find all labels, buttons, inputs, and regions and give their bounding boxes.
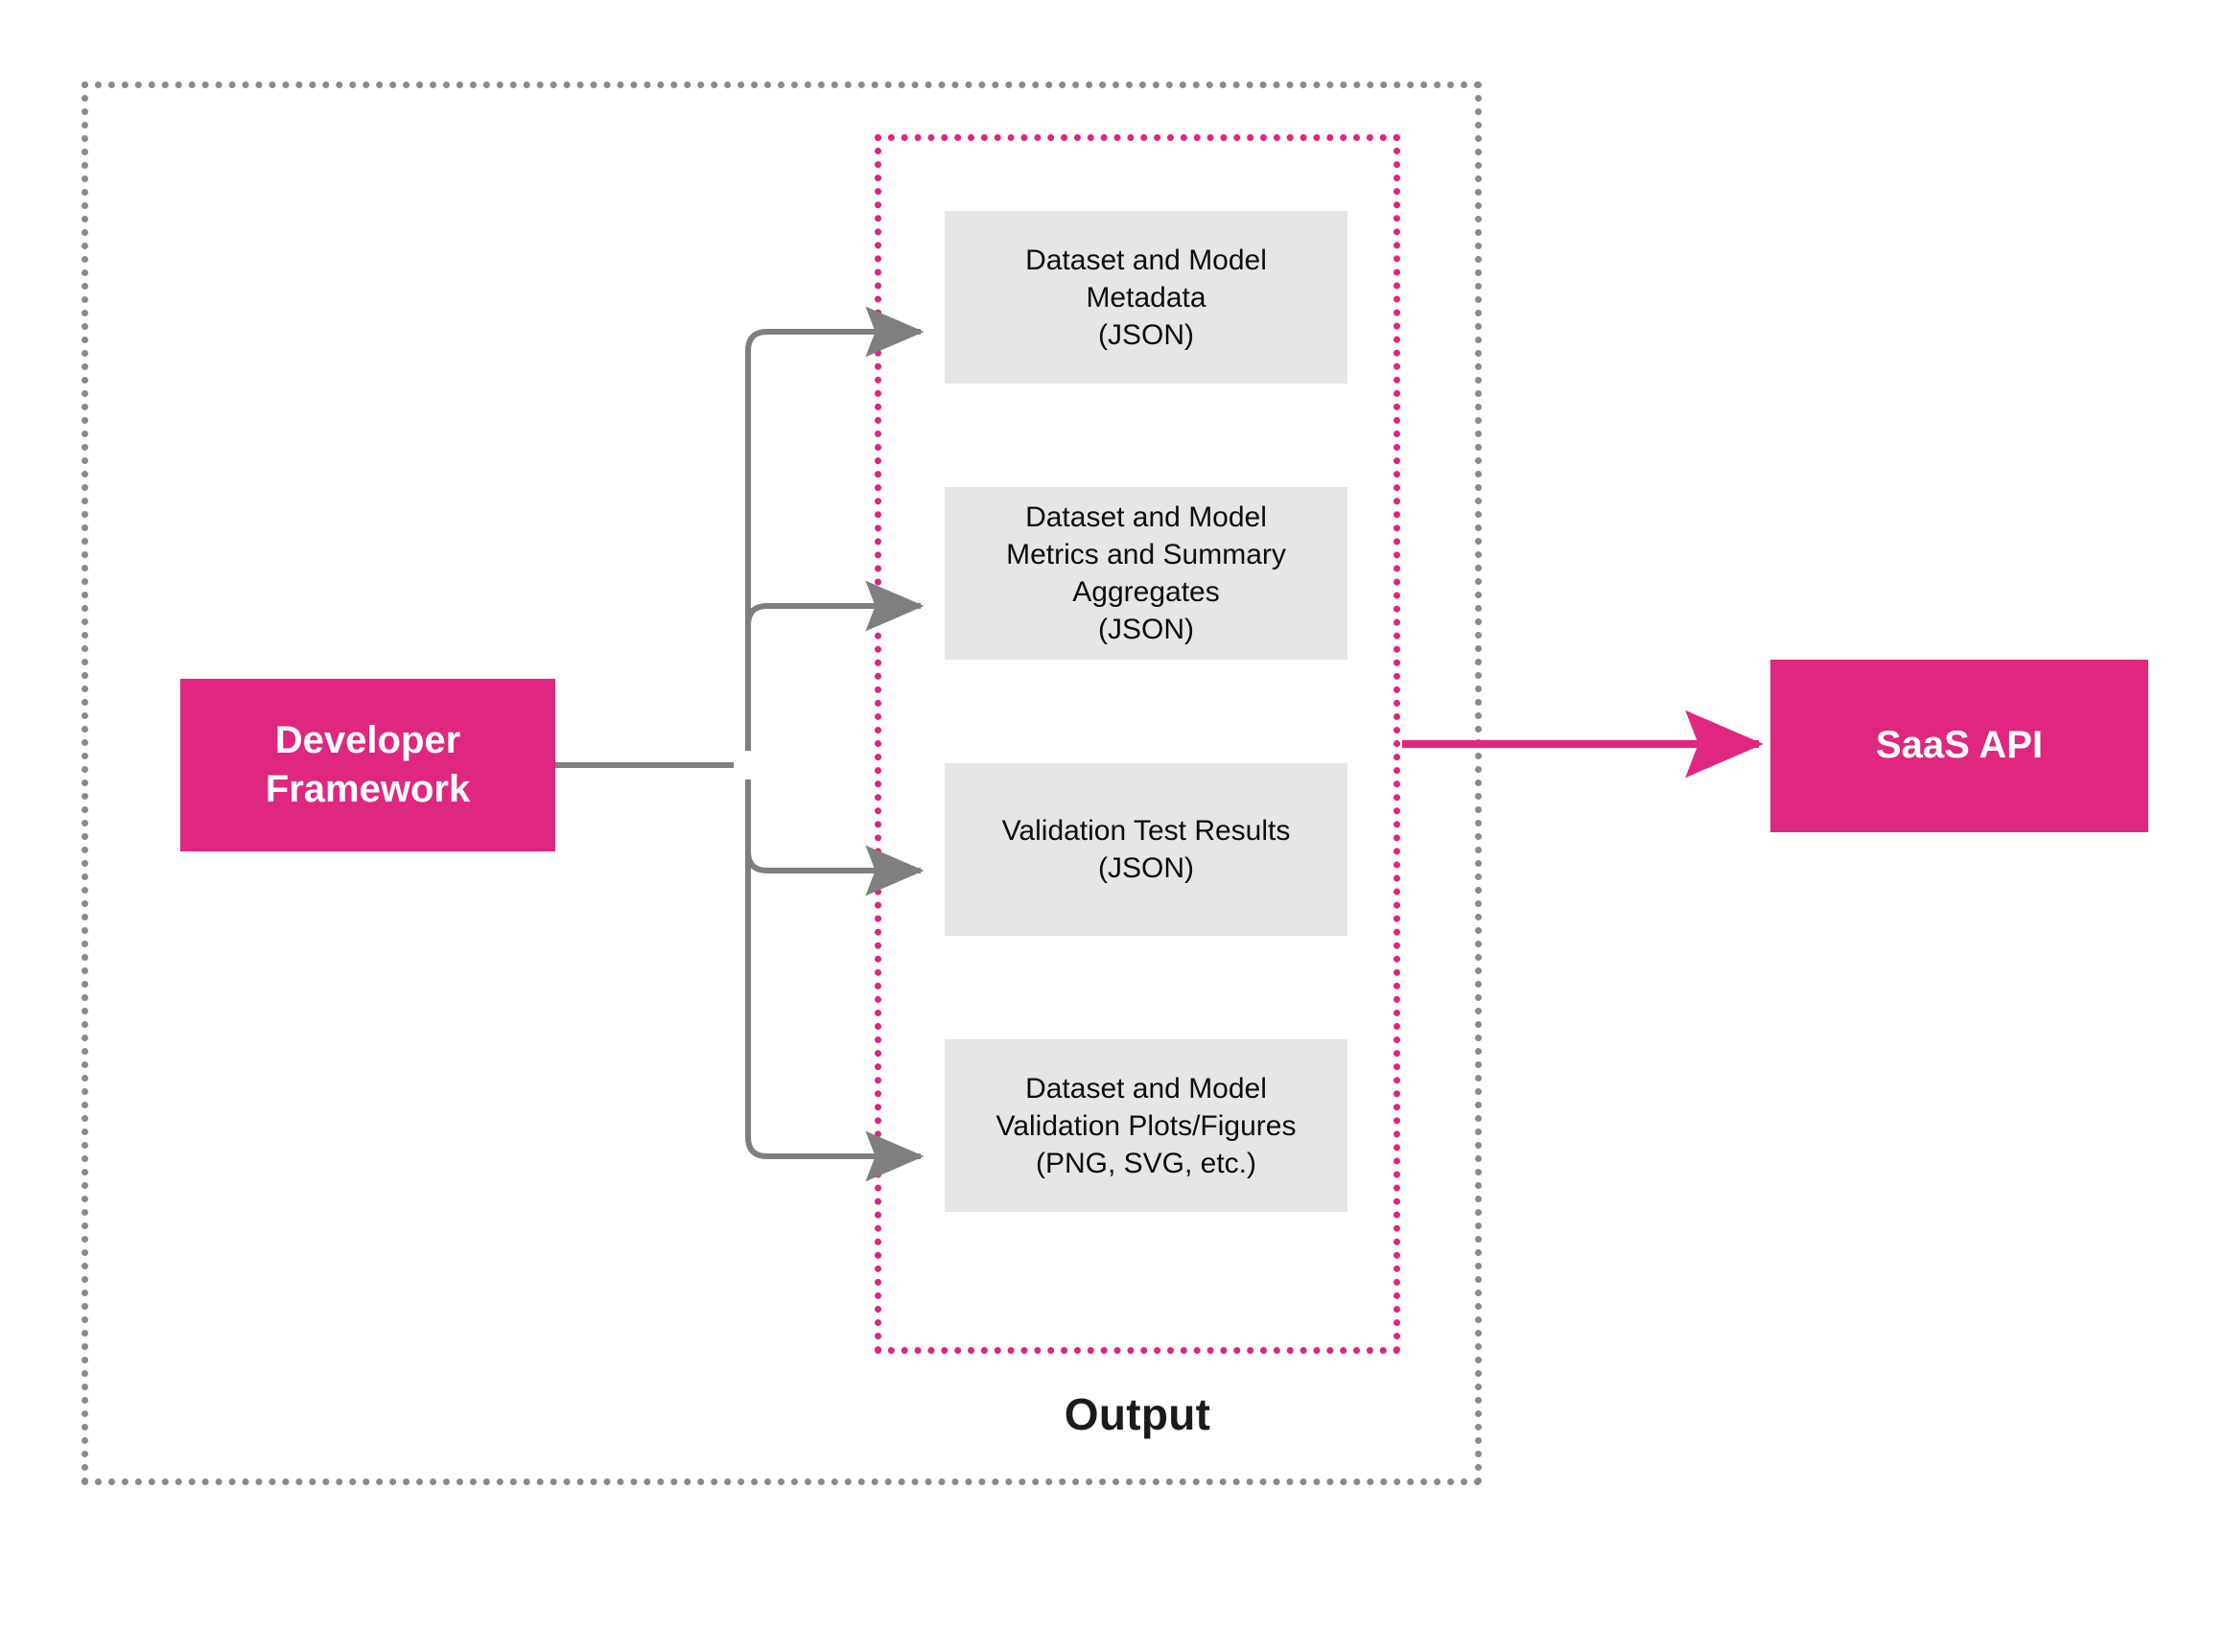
developer-framework-node[interactable]: Developer Framework <box>180 679 555 851</box>
developer-framework-label: Developer Framework <box>265 718 471 810</box>
artifact-box-validation-test-results[interactable]: Validation Test Results (JSON) <box>945 763 1347 936</box>
output-group-caption: Output <box>1064 1389 1211 1439</box>
saas-api-node[interactable]: SaaS API <box>1770 660 2148 832</box>
artifact-label-validation-test-results: Validation Test Results (JSON) <box>1001 815 1291 884</box>
framework-boundary-dashed-box <box>82 81 1482 1485</box>
artifact-box-metadata[interactable]: Dataset and Model Metadata (JSON) <box>945 211 1347 384</box>
saas-api-label: SaaS API <box>1875 724 2044 767</box>
artifact-label-metadata: Dataset and Model Metadata (JSON) <box>1025 244 1267 351</box>
artifact-box-metrics-aggregates[interactable]: Dataset and Model Metrics and Summary Ag… <box>945 487 1347 660</box>
artifact-box-validation-plots[interactable]: Dataset and Model Validation Plots/Figur… <box>945 1039 1347 1212</box>
artifact-label-metrics-aggregates: Dataset and Model Metrics and Summary Ag… <box>1006 501 1286 645</box>
artifact-label-validation-plots: Dataset and Model Validation Plots/Figur… <box>995 1072 1297 1179</box>
